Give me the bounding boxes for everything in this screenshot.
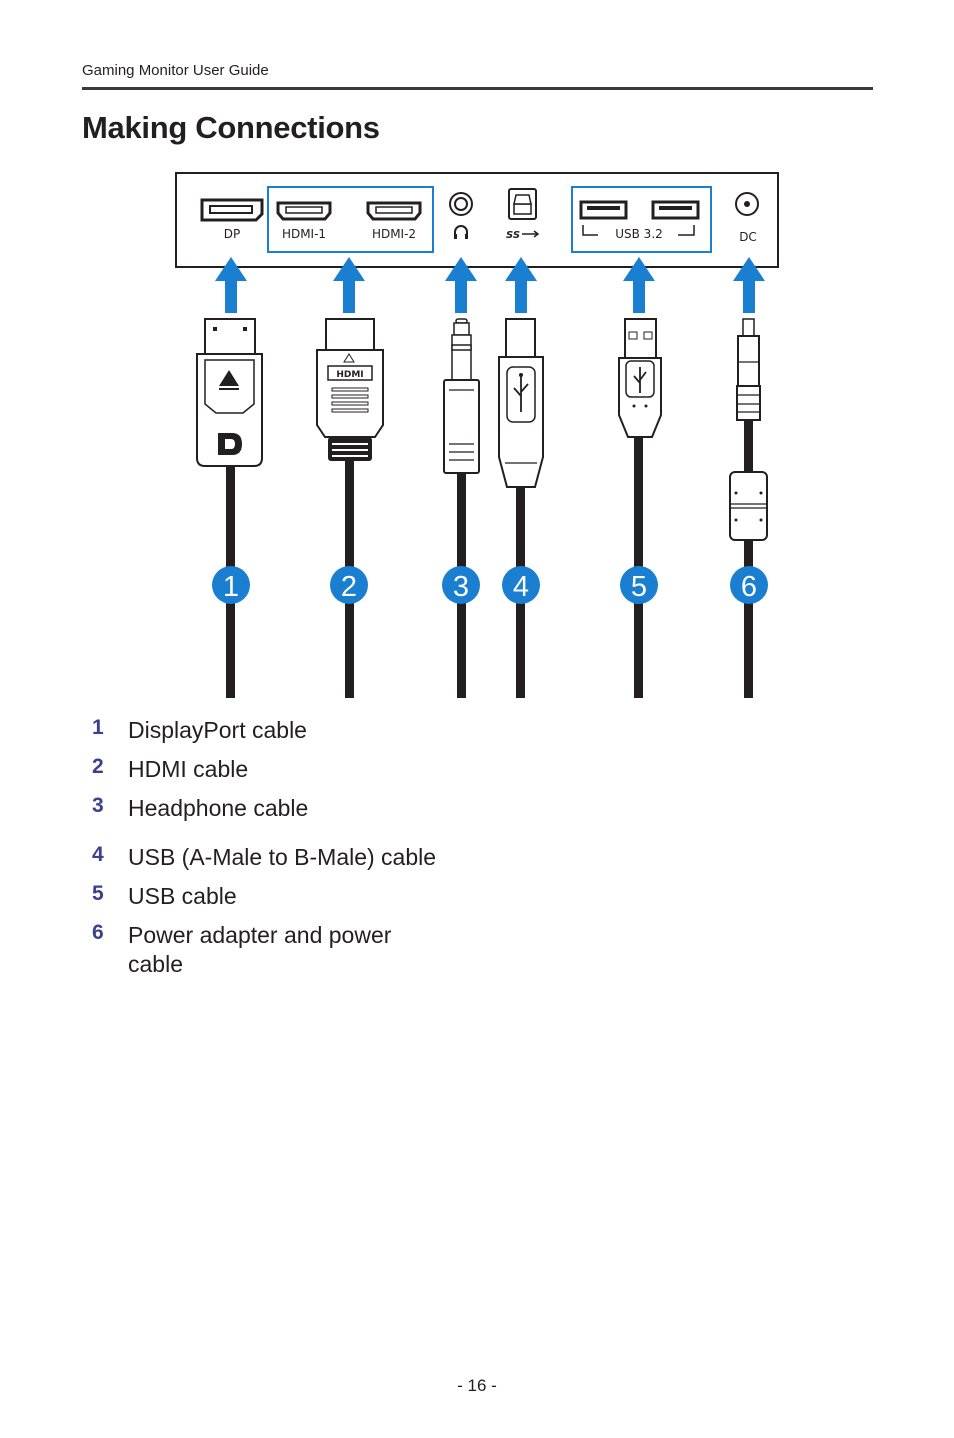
dc-port-label: DC: [739, 230, 757, 244]
hdmi-1-port: [276, 201, 332, 221]
cables: [226, 420, 753, 698]
legend-text: DisplayPort cable: [128, 717, 307, 743]
arrow-up-icon: [733, 257, 765, 313]
arrow-up-icon: [445, 257, 477, 313]
legend-number: 5: [92, 882, 104, 905]
usb-trident-icon: [522, 230, 540, 238]
headphone-icon: [454, 225, 468, 238]
usb-group-bracket: [582, 225, 695, 236]
callout-badge: [330, 566, 368, 604]
callout-badge: [442, 566, 480, 604]
dp-port-label: DP: [224, 227, 240, 241]
connections-diagram: DP HDMI-1 HDMI-2 SS USB 3.2 DC: [175, 172, 779, 698]
legend-text: HDMI cable: [128, 756, 249, 782]
arrow-up-icon: [623, 257, 655, 313]
superspeed-usb-icon: SS: [506, 230, 520, 241]
usb-a-port-1: [579, 200, 628, 220]
arrow-up-icon: [333, 257, 365, 313]
callout-number: 2: [341, 571, 357, 603]
hdmi-2-port: [366, 201, 422, 221]
cable-callouts: 1 2 3 4 5 6: [212, 566, 768, 604]
hdmi-connector: HDMI: [316, 318, 384, 461]
dc-power-plug: [729, 318, 768, 541]
callout-badge: [620, 566, 658, 604]
legend-text: Power adapter and power cable: [128, 922, 392, 977]
legend-number: 2: [92, 755, 104, 778]
ferrite-core: [729, 471, 768, 541]
usb-logo-icon: [633, 367, 647, 393]
displayport-connector: [196, 318, 263, 467]
usb-port-group-highlight: [571, 186, 712, 253]
hdmi-1-port-label: HDMI-1: [282, 227, 326, 241]
callout-number: 4: [513, 571, 529, 603]
document-header: Gaming Monitor User Guide: [82, 62, 269, 79]
legend-number: 4: [92, 843, 104, 866]
legend-text: USB cable: [128, 883, 237, 909]
arrow-up-icon: [505, 257, 537, 313]
callout-number: 3: [453, 571, 469, 603]
arrow-up-icon: [215, 257, 247, 313]
usb-3-2-port-label: USB 3.2: [615, 227, 663, 241]
hdmi-2-port-label: HDMI-2: [372, 227, 416, 241]
header-divider: [82, 87, 873, 90]
legend-text: USB (A-Male to B-Male) cable: [128, 844, 437, 870]
page-title: Making Connections: [82, 110, 380, 145]
usb-a-port-2: [651, 200, 700, 220]
callout-badge: [502, 566, 540, 604]
connection-arrows: [215, 257, 765, 313]
hdmi-logo-icon: HDMI: [336, 370, 363, 380]
legend-number: 6: [92, 921, 104, 944]
legend-number: 3: [92, 794, 104, 817]
callout-number: 6: [741, 571, 757, 603]
legend-number: 1: [92, 716, 104, 739]
dp-port: [200, 198, 264, 222]
page-number: - 16 -: [457, 1376, 497, 1395]
callout-badge: [212, 566, 250, 604]
callout-number: 1: [223, 571, 239, 603]
callout-number: 5: [631, 571, 647, 603]
usb-logo-icon: [513, 376, 529, 412]
headphone-jack: [449, 192, 473, 216]
usb-b-plug: [498, 318, 544, 488]
headphone-plug: [443, 318, 480, 474]
hdmi-port-group-highlight: [267, 186, 434, 253]
callout-badge: [730, 566, 768, 604]
usb-a-plug: [618, 318, 662, 438]
legend-text: Headphone cable: [128, 795, 309, 821]
dc-power-jack: [735, 192, 759, 216]
usb-b-port: [508, 188, 537, 220]
